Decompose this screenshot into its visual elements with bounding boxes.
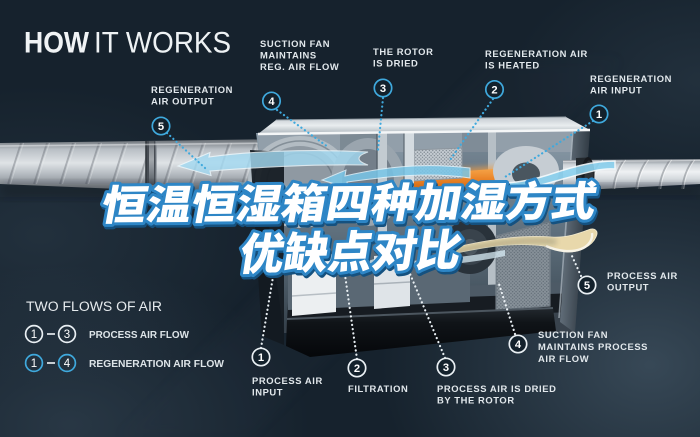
svg-text:4: 4 — [515, 339, 522, 351]
svg-text:1: 1 — [596, 109, 602, 121]
svg-text:5: 5 — [584, 280, 590, 292]
svg-text:1: 1 — [31, 358, 37, 370]
svg-text:3: 3 — [64, 329, 70, 341]
svg-text:PROCESS AIR FLOW: PROCESS AIR FLOW — [89, 330, 189, 341]
svg-text:FILTRATION: FILTRATION — [348, 383, 408, 394]
svg-text:4: 4 — [64, 358, 71, 370]
svg-text:2: 2 — [491, 85, 497, 97]
svg-text:4: 4 — [268, 96, 275, 108]
svg-text:1: 1 — [31, 329, 37, 341]
svg-text:REGENERATION AIR FLOW: REGENERATION AIR FLOW — [89, 359, 224, 370]
svg-text:2: 2 — [354, 363, 360, 375]
svg-text:3: 3 — [443, 362, 449, 374]
svg-text:5: 5 — [158, 121, 164, 133]
svg-text:3: 3 — [380, 83, 386, 95]
svg-text:HOW: HOW — [24, 27, 89, 60]
svg-text:1: 1 — [258, 352, 264, 364]
svg-text:IT WORKS: IT WORKS — [94, 27, 231, 60]
svg-text:TWO FLOWS OF AIR: TWO FLOWS OF AIR — [26, 299, 162, 314]
